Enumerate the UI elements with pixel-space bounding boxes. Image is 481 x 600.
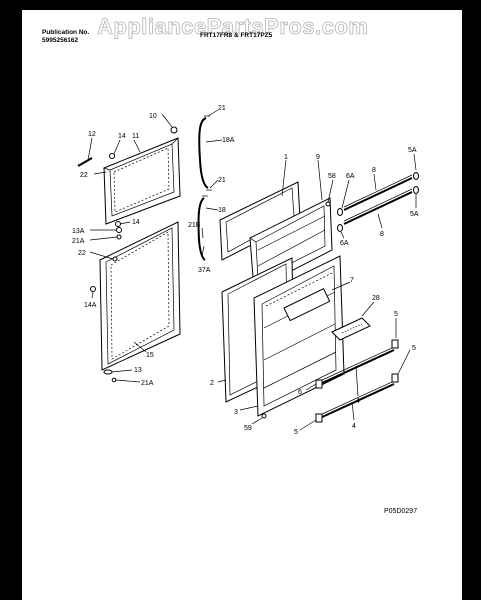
- callout-14-upper: 14: [118, 133, 126, 140]
- callout-59: 59: [244, 425, 252, 432]
- callout-21b: 21B: [188, 222, 201, 229]
- callout-5-upper: 5: [394, 311, 398, 318]
- callout-11: 11: [132, 133, 139, 140]
- end-cap-6-upper: [315, 379, 323, 389]
- end-cap-6a-lower: [337, 224, 343, 232]
- callout-14-middle: 14: [132, 219, 140, 226]
- callout-10: 10: [149, 113, 157, 120]
- publication-number: 5995256162: [42, 37, 79, 44]
- callout-21-middle: 21: [218, 177, 226, 184]
- callout-4-lower: 4: [352, 423, 356, 430]
- door-trim-part-12: [77, 157, 93, 167]
- callout-22-upper: 22: [80, 172, 88, 179]
- callout-5-middle: 5: [412, 345, 416, 352]
- callout-2: 2: [210, 380, 214, 387]
- callout-5-lower: 5: [294, 429, 298, 436]
- end-cap-5a-lower: [413, 186, 419, 194]
- callout-5a-upper: 5A: [408, 147, 417, 154]
- egg-tray-part-28: [331, 317, 371, 341]
- fresh-food-door-gasket-assembly: [99, 221, 181, 371]
- publication-label: Publication No.: [42, 29, 90, 36]
- callout-22-lower: 22: [78, 250, 86, 257]
- freezer-door-liner-part-9: [249, 197, 333, 291]
- callout-21a-upper: 21A: [72, 238, 85, 245]
- screw-58-part: [325, 201, 331, 207]
- callout-6a-upper: 6A: [346, 173, 355, 180]
- screw-22-part: [112, 256, 118, 262]
- exploded-parts-diagram: AppliancePartsPros.com Publication No. 5…: [42, 14, 419, 515]
- callout-12: 12: [88, 131, 96, 138]
- figure-code: P05D0297: [384, 508, 417, 515]
- freezer-handle-18a: [198, 115, 212, 191]
- callout-8-upper: 8: [372, 167, 376, 174]
- end-cap-6a-upper: [337, 208, 343, 216]
- fresh-food-door-liner-part-3: [253, 255, 345, 417]
- callout-4-upper: 4: [356, 398, 360, 405]
- callout-18: 18: [218, 207, 226, 214]
- refrigerator-handle-18: [197, 195, 208, 261]
- stop-14a-part: [90, 286, 96, 292]
- callout-8-lower: 8: [380, 231, 384, 238]
- end-cap-5-middle: [391, 373, 399, 383]
- callout-58: 58: [328, 173, 336, 180]
- watermark-text: AppliancePartsPros.com: [97, 14, 368, 39]
- screw-21a-bottom-part: [111, 377, 117, 383]
- hinge-10-part: [170, 126, 178, 134]
- callout-21-top: 21: [218, 105, 226, 112]
- stop-14-lower-part: [115, 221, 121, 227]
- hinge-13-part: [103, 369, 113, 375]
- shelf-rail-4-upper: [319, 346, 395, 385]
- freezer-door-gasket-assembly: [103, 137, 181, 225]
- screw-59-part: [261, 413, 267, 419]
- callout-21a-lower: 21A: [141, 380, 154, 387]
- callout-15: 15: [146, 352, 154, 359]
- callout-28: 28: [372, 295, 380, 302]
- shelf-rail-4-lower: [319, 380, 395, 419]
- end-cap-5a-upper: [413, 172, 419, 180]
- parts-diagram-sheet: AppliancePartsPros.com Publication No. 5…: [22, 10, 462, 600]
- callout-5a-lower: 5A: [410, 211, 419, 218]
- model-numbers: FRT17FR8 & FRT17PZ5: [200, 32, 273, 39]
- shelf-rail-8-lower: [343, 188, 413, 225]
- callout-9: 9: [316, 154, 320, 161]
- callout-3: 3: [234, 409, 238, 416]
- callout-14a: 14A: [84, 302, 97, 309]
- hinge-pin-13a-part: [116, 227, 122, 233]
- callout-leader-lines: [87, 109, 417, 431]
- end-cap-5-lower: [315, 413, 323, 423]
- callout-18a: 18A: [222, 137, 235, 144]
- stop-14-part: [109, 153, 115, 159]
- callout-13: 13: [134, 367, 142, 374]
- callout-6a-lower: 6A: [340, 240, 349, 247]
- callout-13a: 13A: [72, 228, 85, 235]
- screw-21a-part: [116, 234, 122, 240]
- callout-37a: 37A: [198, 267, 211, 274]
- shelf-rail-8-upper: [343, 174, 413, 211]
- callout-6: 6: [298, 389, 302, 396]
- callout-7: 7: [350, 277, 354, 284]
- callout-1: 1: [284, 154, 288, 161]
- end-cap-5-upper: [391, 339, 399, 349]
